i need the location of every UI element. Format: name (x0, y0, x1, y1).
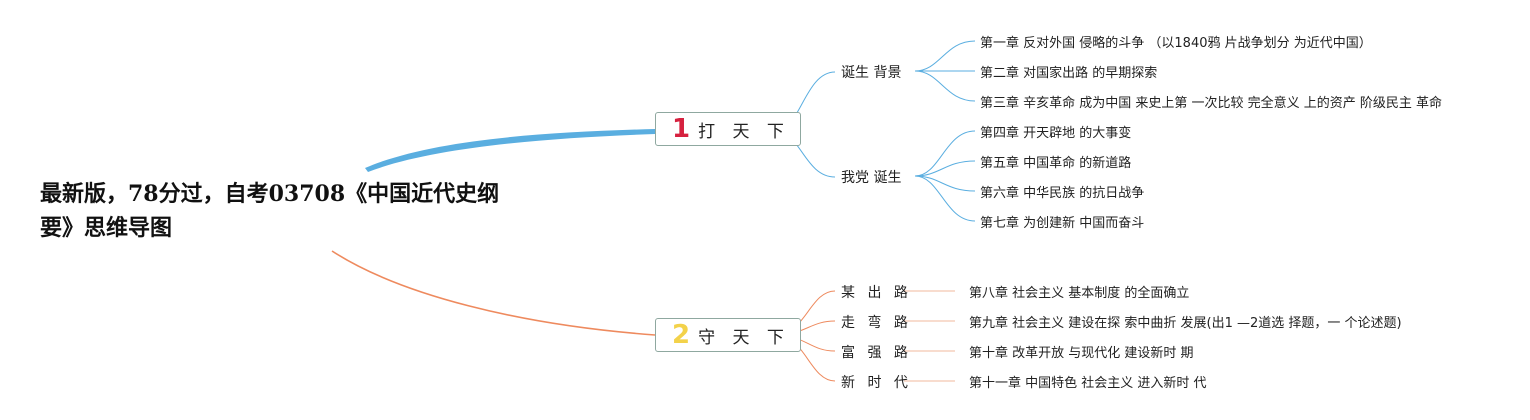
branch-number-1: 1 (672, 114, 691, 144)
subtopic-find-road[interactable]: 某 出 路 (841, 285, 912, 301)
branch-label-2: 守 天 下 (698, 327, 790, 348)
sub2-to-leaf-4 (914, 130, 976, 177)
subtopic-birth-background[interactable]: 诞生 背景 (841, 65, 902, 81)
branch-node-2[interactable]: 2 守 天 下 (655, 318, 801, 352)
leaf-chapter-10[interactable]: 第十章 改革开放 与现代化 建设新时 期 (969, 346, 1194, 361)
leaf-chapter-6[interactable]: 第六章 中华民族 的抗日战争 (980, 186, 1145, 201)
sub2-to-leaf-5 (914, 160, 976, 177)
leaf-chapter-4[interactable]: 第四章 开天辟地 的大事变 (980, 126, 1132, 141)
leaf-chapter-5[interactable]: 第五章 中国革命 的新道路 (980, 156, 1132, 171)
sub2-to-leaf-6 (914, 175, 976, 192)
subtopic-new-era[interactable]: 新 时 代 (841, 375, 912, 391)
leaf-chapter-7[interactable]: 第七章 为创建新 中国而奋斗 (980, 216, 1145, 231)
leaf-chapter-11[interactable]: 第十一章 中国特色 社会主义 进入新时 代 (969, 376, 1207, 391)
leaf-chapter-9[interactable]: 第九章 社会主义 建设在探 索中曲折 发展(出1 —2道选 择题，一 个论述题) (969, 316, 1402, 331)
leaf-chapter-3[interactable]: 第三章 辛亥革命 成为中国 来史上第 一次比较 完全意义 上的资产 阶级民主 革… (980, 96, 1443, 111)
branch-label-1: 打 天 下 (698, 121, 790, 142)
subtopic-prosperity-road[interactable]: 富 强 路 (841, 345, 912, 361)
root-to-branch1-link (365, 129, 655, 172)
subtopic-detour-road[interactable]: 走 弯 路 (841, 315, 912, 331)
leaf-chapter-2[interactable]: 第二章 对国家出路 的早期探索 (980, 66, 1158, 81)
branch-node-1[interactable]: 1 打 天 下 (655, 112, 801, 146)
sub2-to-leaf-7 (914, 175, 976, 222)
leaf-chapter-8[interactable]: 第八章 社会主义 基本制度 的全面确立 (969, 286, 1190, 301)
sub1-to-leaf-1 (914, 40, 976, 72)
sub1-to-leaf-3 (914, 70, 976, 102)
leaf-chapter-1[interactable]: 第一章 反对外国 侵略的斗争 （以1840鸦 片战争划分 为近代中国） (980, 36, 1372, 51)
subtopic-party-birth[interactable]: 我党 诞生 (841, 170, 902, 186)
branch-number-2: 2 (672, 320, 691, 350)
root-title[interactable]: 最新版，78分过，自考03708《中国近代史纲要》思维导图 (40, 181, 500, 241)
root-to-branch2-link (331, 250, 656, 336)
